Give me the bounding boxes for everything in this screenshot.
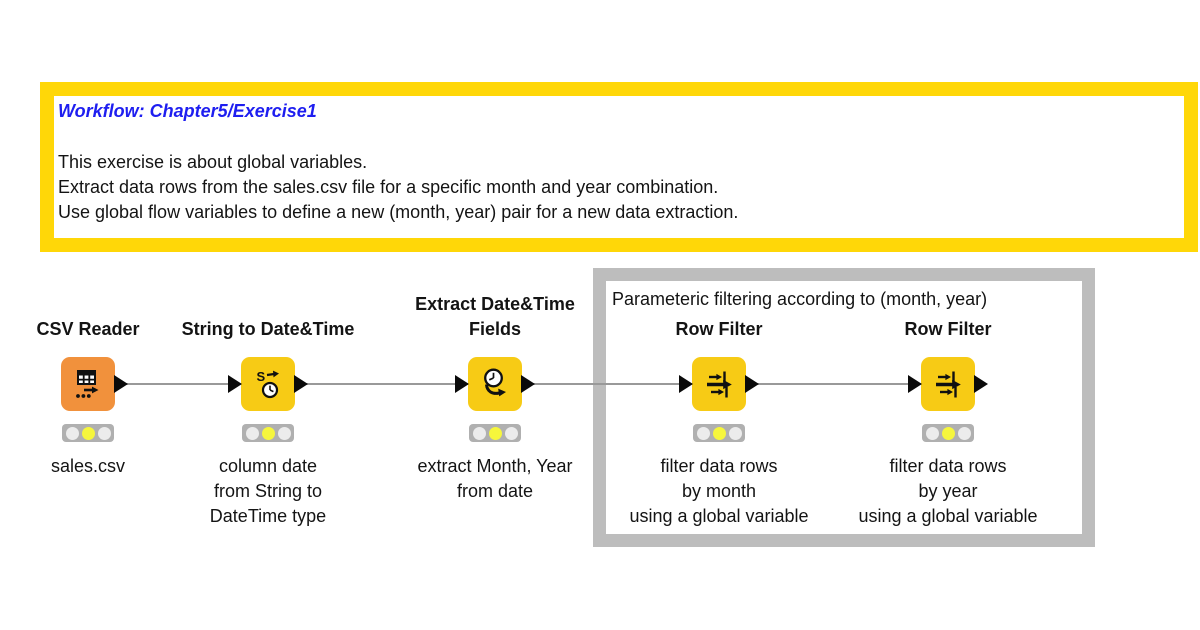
node-description-string-to-date-time: column date from String to DateTime type [138, 454, 398, 529]
node-name-row-filter-2: Row Filter [828, 317, 1068, 342]
row-filter-icon [930, 366, 966, 402]
node-name-line: Fields [468, 319, 521, 339]
connection-line[interactable] [115, 383, 241, 385]
output-port-csv-reader[interactable] [114, 375, 128, 393]
node-description-line: DateTime type [209, 506, 327, 526]
traffic-bulb-off [472, 426, 486, 440]
node-name-line: CSV Reader [36, 319, 140, 339]
node-csv-reader[interactable] [61, 357, 115, 411]
workflow-annotation-box[interactable]: Workflow: Chapter5/Exercise1 This exerci… [40, 82, 1198, 252]
node-row-filter-2[interactable] [921, 357, 975, 411]
input-port-extract-date-time-fields[interactable] [455, 375, 469, 393]
node-description-line: by year [918, 481, 978, 501]
node-description-extract-date-time-fields: extract Month, Year from date [365, 454, 625, 504]
traffic-bulb-on [941, 426, 955, 440]
workflow-annotation-line: This exercise is about global variables. [58, 152, 368, 172]
group-annotation-title: Parameteric filtering according to (mont… [612, 289, 988, 309]
output-port-extract-date-time-fields[interactable] [521, 375, 535, 393]
node-description-line: sales.csv [50, 456, 126, 476]
connection-line[interactable] [522, 383, 692, 385]
node-description-line: extract Month, Year [417, 456, 573, 476]
traffic-bulb-on [261, 426, 275, 440]
connection-line[interactable] [746, 383, 921, 385]
node-description-row-filter: filter data rows by month using a global v… [589, 454, 849, 529]
node-description-line: filter data rows [889, 456, 1007, 476]
node-extract-date-time-fields[interactable] [468, 357, 522, 411]
node-name-line: Extract Date&Time [415, 294, 575, 314]
node-description-line: using a global variable [858, 506, 1038, 526]
extract-datetime-fields-icon [477, 366, 513, 402]
traffic-bulb-off [957, 426, 971, 440]
row-filter-icon [701, 366, 737, 402]
traffic-bulb-off [97, 426, 111, 440]
node-name-line: String to Date&Time [181, 319, 355, 339]
node-description-line: from date [456, 481, 534, 501]
traffic-bulb-off [245, 426, 259, 440]
workflow-annotation-line: Use global flow variables to define a ne… [58, 202, 739, 222]
csv-reader-icon [70, 366, 106, 402]
traffic-bulb-on [81, 426, 95, 440]
traffic-bulb-off [728, 426, 742, 440]
input-port-string-to-date-time[interactable] [228, 375, 242, 393]
traffic-light-row-filter [693, 424, 745, 442]
node-name-string-to-date-time: String to Date&Time [148, 317, 388, 342]
output-port-string-to-date-time[interactable] [294, 375, 308, 393]
svg-text:S: S [257, 369, 266, 384]
node-string-to-date-time[interactable]: S [241, 357, 295, 411]
traffic-light-row-filter-2 [922, 424, 974, 442]
output-port-row-filter-2[interactable] [974, 375, 988, 393]
node-description-line: column date [218, 456, 318, 476]
traffic-bulb-off [65, 426, 79, 440]
node-description-line: using a global variable [629, 506, 809, 526]
node-description-csv-reader: sales.csv [0, 454, 218, 479]
node-name-csv-reader: CSV Reader [0, 317, 208, 342]
traffic-bulb-on [712, 426, 726, 440]
traffic-light-extract-date-time-fields [469, 424, 521, 442]
traffic-bulb-on [488, 426, 502, 440]
traffic-light-string-to-date-time [242, 424, 294, 442]
group-annotation-box[interactable]: Parameteric filtering according to (mont… [593, 268, 1095, 547]
workflow-annotation-line: Extract data rows from the sales.csv fil… [58, 177, 719, 197]
node-row-filter[interactable] [692, 357, 746, 411]
workflow-annotation-title: Workflow: Chapter5/Exercise1 [58, 101, 317, 121]
traffic-bulb-off [696, 426, 710, 440]
node-description-row-filter-2: filter data rows by year using a global va… [818, 454, 1078, 529]
traffic-light-csv-reader [62, 424, 114, 442]
node-description-line: by month [681, 481, 757, 501]
input-port-row-filter[interactable] [679, 375, 693, 393]
node-name-line: Row Filter [675, 319, 763, 339]
traffic-bulb-off [925, 426, 939, 440]
node-name-line: Row Filter [904, 319, 992, 339]
string-to-datetime-icon: S [250, 366, 286, 402]
workflow-annotation-body: This exercise is about global variables.… [58, 150, 1184, 225]
traffic-bulb-off [504, 426, 518, 440]
output-port-row-filter[interactable] [745, 375, 759, 393]
input-port-row-filter-2[interactable] [908, 375, 922, 393]
node-description-line: filter data rows [660, 456, 778, 476]
traffic-bulb-off [277, 426, 291, 440]
node-description-line: from String to [213, 481, 323, 501]
connection-line[interactable] [295, 383, 468, 385]
node-name-row-filter: Row Filter [599, 317, 839, 342]
